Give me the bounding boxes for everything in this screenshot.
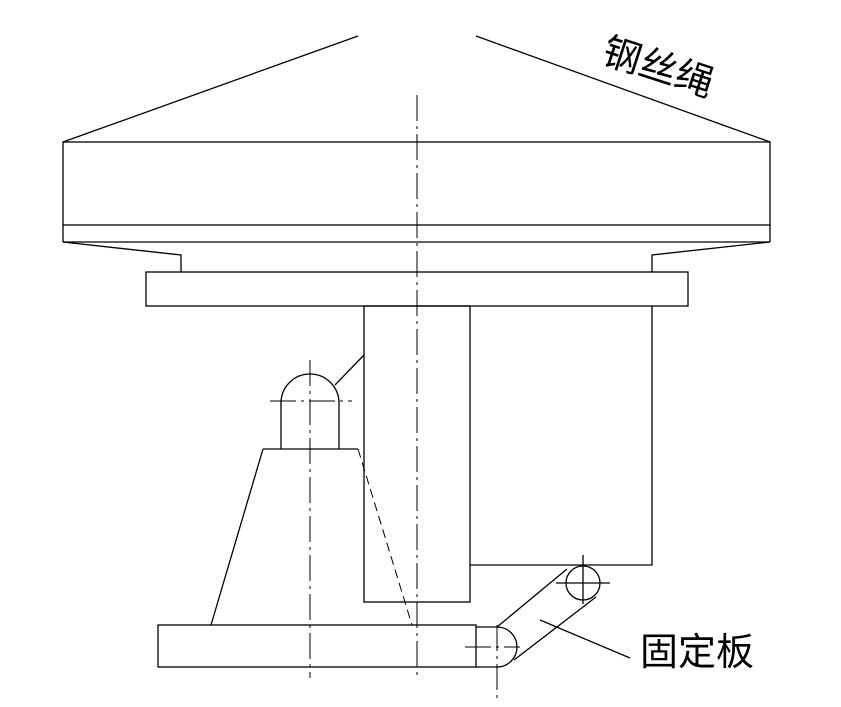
leader-fixed-plate bbox=[539, 619, 631, 659]
wire-rope-left bbox=[62, 35, 359, 143]
wire-rope-right bbox=[475, 35, 771, 143]
linkage-arm bbox=[465, 555, 610, 700]
drum-neck bbox=[62, 241, 771, 272]
support-frustum bbox=[210, 448, 413, 626]
upper-pin bbox=[270, 354, 365, 449]
label-wire-rope: 钢丝绳 bbox=[597, 29, 719, 106]
label-fixed-plate: 固定板 bbox=[640, 630, 754, 674]
base-plate bbox=[157, 624, 477, 668]
right-frame bbox=[470, 306, 653, 566]
